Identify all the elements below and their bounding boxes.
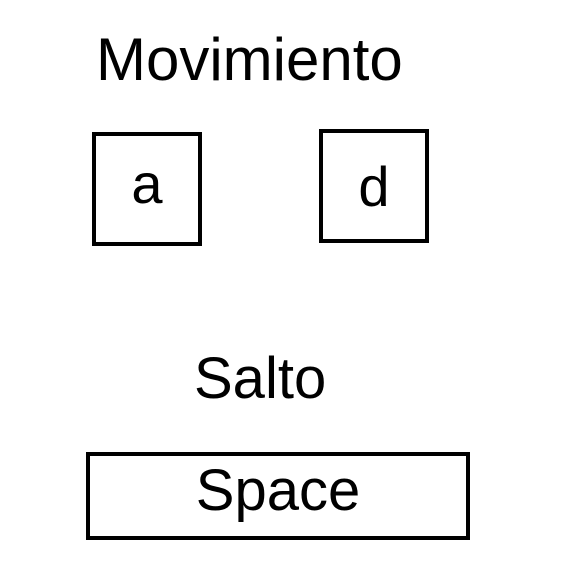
key-d[interactable]: d: [319, 129, 429, 243]
key-a[interactable]: a: [92, 132, 202, 246]
movement-heading: Movimiento: [96, 26, 403, 93]
jump-heading: Salto: [194, 346, 327, 411]
key-space[interactable]: Space: [86, 452, 470, 540]
